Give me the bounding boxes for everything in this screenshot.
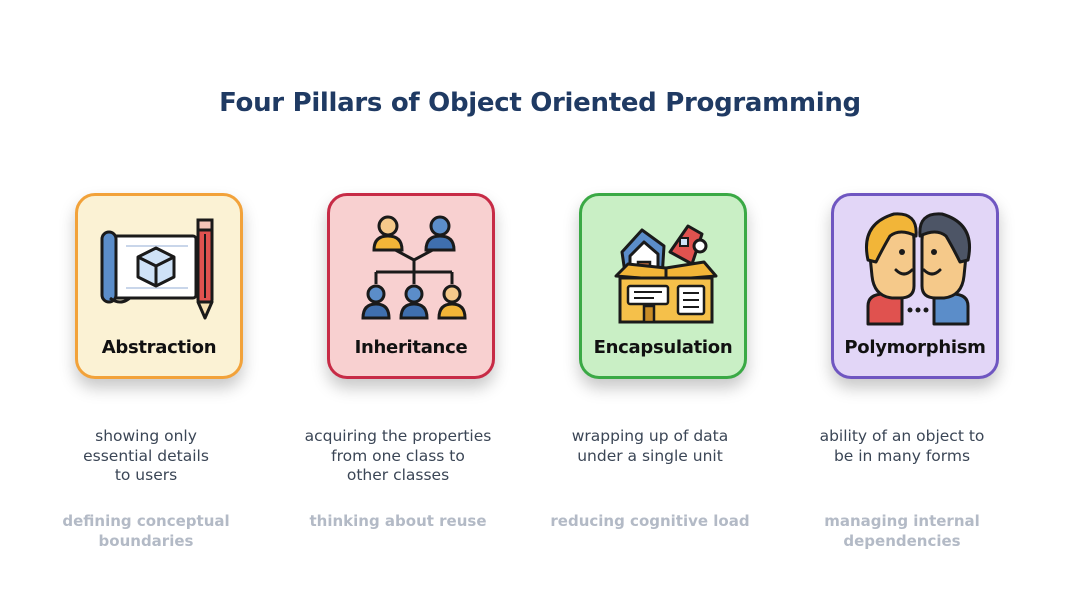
encapsulation-desc-line-1: wrapping up of data xyxy=(571,427,729,445)
abstraction-sub-line-1: defining conceptual xyxy=(62,512,230,530)
pillar-abstraction: Abstraction showing only essential detai… xyxy=(27,193,267,573)
polymorphism-label: Polymorphism xyxy=(844,337,986,358)
pillar-inheritance: Inheritance acquiring the properties fro… xyxy=(279,193,519,573)
abstraction-label: Abstraction xyxy=(101,337,217,358)
blueprint-cube-pencil-icon xyxy=(100,218,214,320)
family-tree-icon xyxy=(361,215,467,320)
inheritance-card: Inheritance xyxy=(327,193,495,379)
polymorphism-description: ability of an object to be in many forms xyxy=(769,427,1035,466)
inheritance-desc-line-1: acquiring the properties xyxy=(304,427,492,445)
inheritance-description: acquiring the properties from one class … xyxy=(265,427,531,486)
abstraction-desc-line-3: to users xyxy=(114,466,178,484)
pillar-encapsulation: Encapsulation wrapping up of data under … xyxy=(531,193,771,573)
polymorphism-sub-line-1: managing internal xyxy=(824,512,980,530)
encapsulation-sub-line-1: reducing cognitive load xyxy=(550,512,750,530)
abstraction-subtext: defining conceptual boundaries xyxy=(13,511,279,551)
polymorphism-card: Polymorphism xyxy=(831,193,999,379)
encapsulation-label: Encapsulation xyxy=(593,337,733,358)
abstraction-desc-line-2: essential details xyxy=(83,446,209,465)
encapsulation-card: Encapsulation xyxy=(579,193,747,379)
polymorphism-desc-line-1: ability of an object to xyxy=(819,427,985,445)
inheritance-sub-line-1: thinking about reuse xyxy=(309,512,487,530)
inheritance-desc-line-3: other classes xyxy=(346,466,450,484)
page-title: Four Pillars of Object Oriented Programm… xyxy=(219,88,861,118)
encapsulation-subtext: reducing cognitive load xyxy=(517,511,783,531)
abstraction-card: Abstraction xyxy=(75,193,243,379)
inheritance-label: Inheritance xyxy=(354,337,468,358)
polymorphism-desc-line-2: be in many forms xyxy=(833,446,971,465)
inheritance-desc-line-2: from one class to xyxy=(331,446,465,465)
abstraction-description: showing only essential details to users xyxy=(13,427,279,486)
polymorphism-subtext: managing internal dependencies xyxy=(769,511,1035,551)
abstraction-sub-line-2: boundaries xyxy=(98,532,194,550)
abstraction-desc-line-1: showing only xyxy=(95,427,197,445)
packed-box-icon xyxy=(614,224,718,324)
encapsulation-description: wrapping up of data under a single unit xyxy=(517,427,783,466)
two-faces-icon xyxy=(865,212,971,326)
polymorphism-sub-line-2: dependencies xyxy=(843,532,961,550)
encapsulation-desc-line-2: under a single unit xyxy=(577,446,723,465)
inheritance-subtext: thinking about reuse xyxy=(265,511,531,531)
pillar-polymorphism: Polymorphism ability of an object to be … xyxy=(783,193,1023,573)
